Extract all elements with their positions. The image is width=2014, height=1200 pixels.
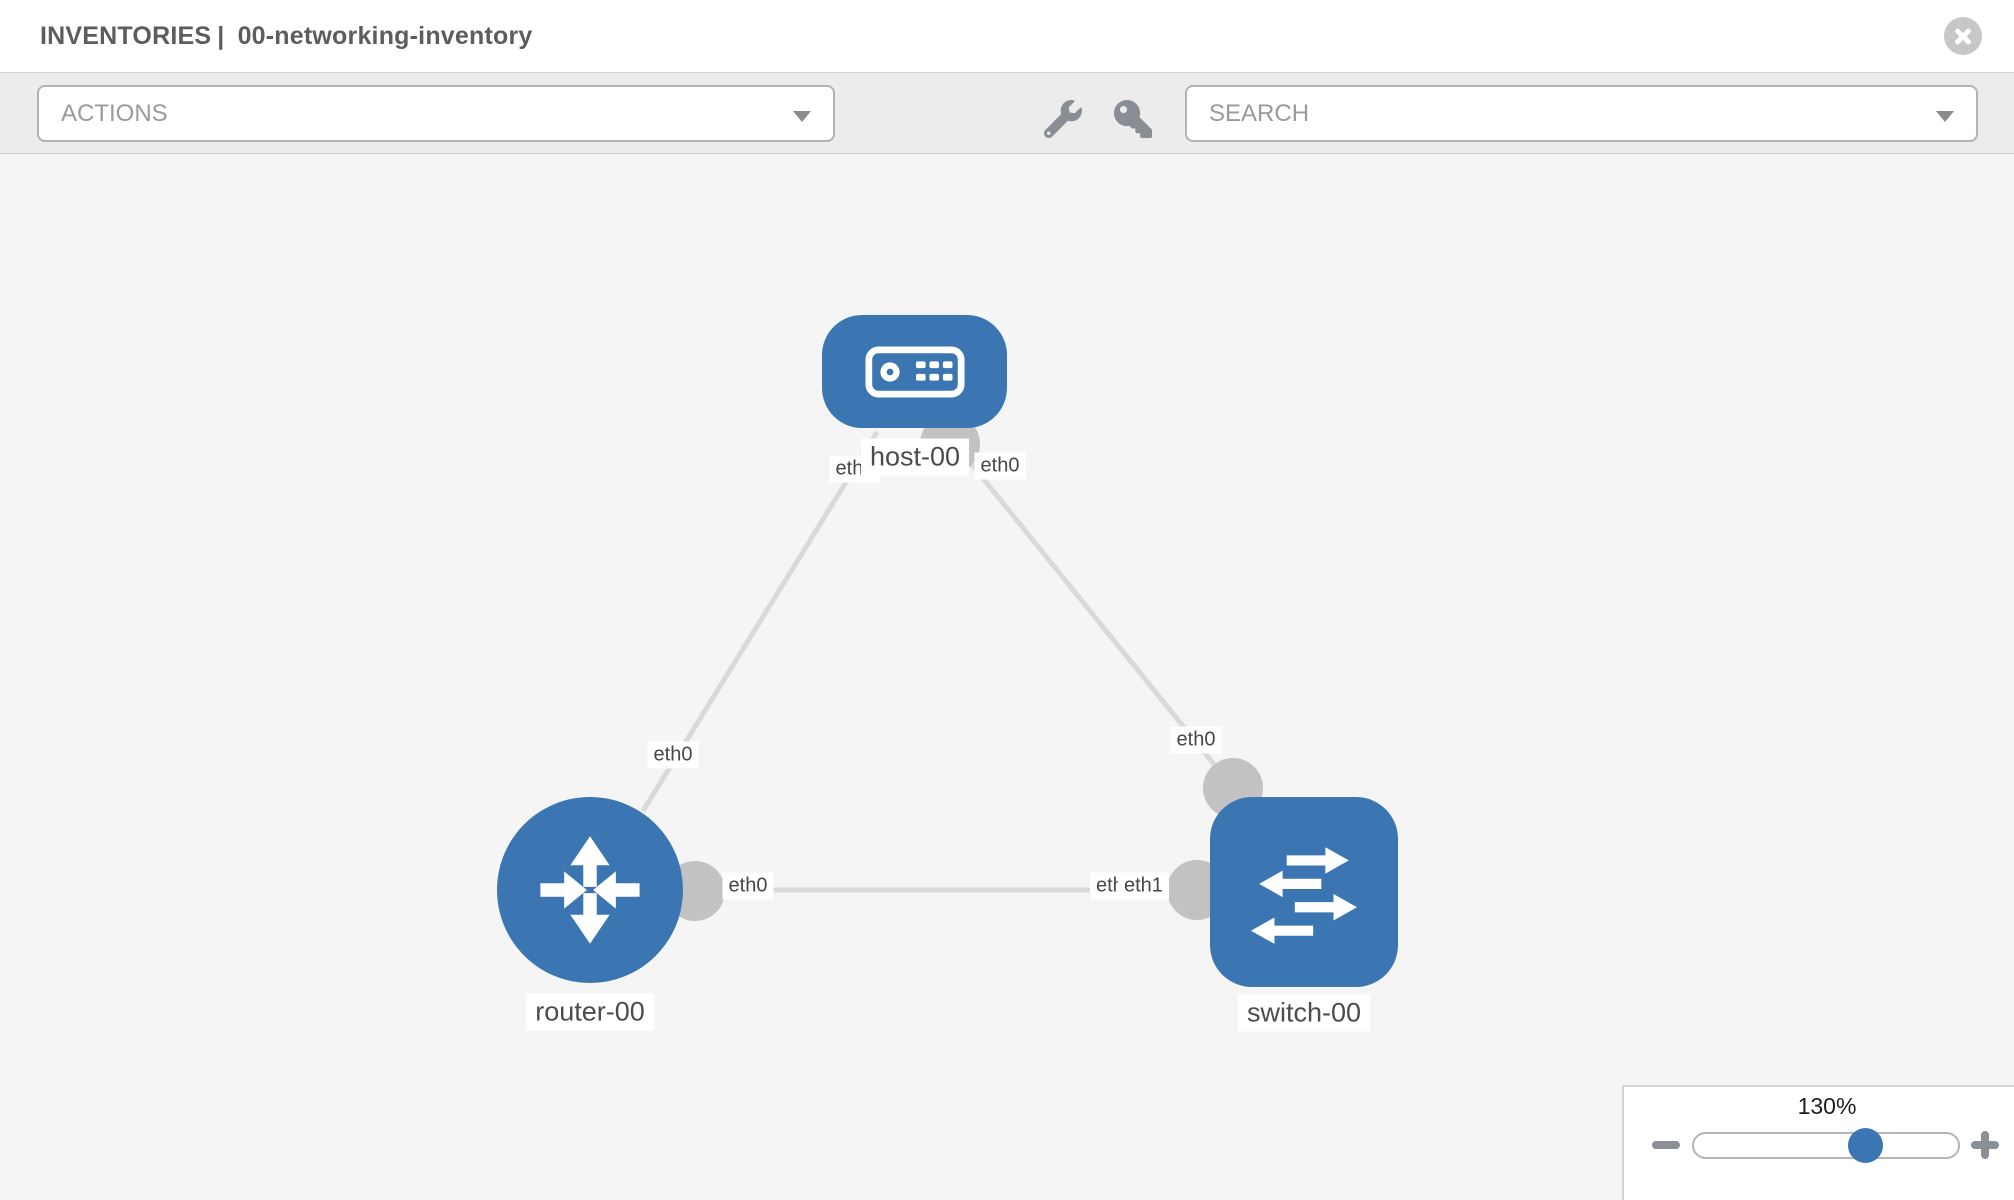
iface-label-host-to-switch: eth0: [974, 452, 1026, 480]
actions-dropdown[interactable]: ACTIONS: [37, 85, 835, 142]
links-layer: [640, 414, 1263, 921]
search-placeholder: SEARCH: [1209, 99, 1310, 127]
topology-canvas[interactable]: host-00 router-00 switch-00 eth0 eth0 et…: [0, 154, 2014, 1200]
router-icon: [540, 836, 640, 944]
zoom-panel: 130%: [1622, 1085, 2014, 1200]
key-icon: [1114, 100, 1152, 138]
chevron-down-icon: [1936, 111, 1954, 122]
node-label-switch: switch-00: [1237, 994, 1371, 1032]
search-dropdown[interactable]: SEARCH: [1185, 85, 1978, 142]
iface-label-router-to-switch: eth0: [722, 872, 774, 900]
wrench-icon: [1043, 100, 1082, 139]
switch-icon: [1251, 847, 1357, 944]
zoom-in-button[interactable]: [1971, 1131, 1999, 1159]
credentials-button[interactable]: [1114, 100, 1152, 138]
iface-label-switch-to-host: eth0: [1170, 726, 1222, 754]
breadcrumb: INVENTORIES: [40, 22, 212, 50]
node-switch[interactable]: [1210, 797, 1398, 987]
zoom-level-value: 130%: [1797, 1093, 1857, 1119]
actions-dropdown-label: ACTIONS: [61, 99, 168, 127]
zoom-slider-track[interactable]: [1692, 1132, 1960, 1159]
zoom-out-button[interactable]: [1652, 1141, 1680, 1149]
configure-button[interactable]: [1043, 100, 1082, 139]
plus-icon: [1981, 1131, 1989, 1159]
page-title: INVENTORIES| 00-networking-inventory: [40, 0, 539, 72]
node-label-router: router-00: [526, 993, 654, 1031]
node-router[interactable]: [497, 797, 683, 983]
iface-label-switch-eth1: eth1: [1118, 872, 1169, 900]
close-button[interactable]: [1944, 17, 1982, 55]
host-icon: [864, 346, 965, 397]
title-separator: |: [217, 22, 225, 50]
window-header: INVENTORIES| 00-networking-inventory: [0, 0, 2014, 72]
node-label-host: host-00: [860, 438, 970, 476]
zoom-slider-thumb[interactable]: [1848, 1128, 1883, 1163]
node-host[interactable]: [822, 315, 1007, 428]
inventory-name: 00-networking-inventory: [237, 22, 533, 50]
chevron-down-icon: [793, 111, 811, 122]
toolbar: ACTIONS SEARCH: [0, 72, 2014, 154]
iface-label-router-to-host: eth0: [647, 741, 699, 769]
